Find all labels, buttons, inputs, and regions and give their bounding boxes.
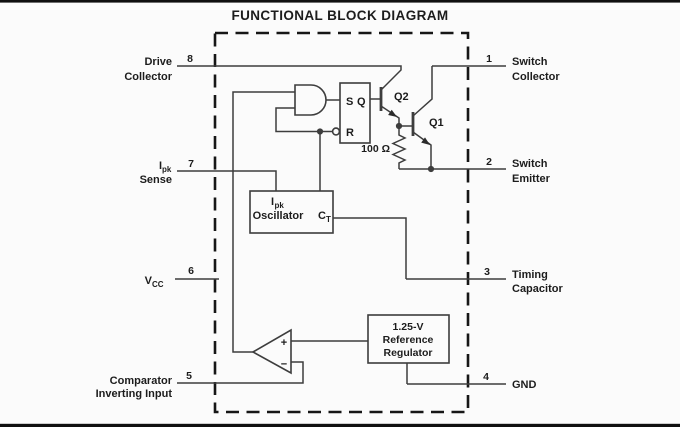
reference-label-line3: Regulator (383, 347, 432, 359)
wire-pin7-ipk-sense (177, 170, 277, 191)
pin-1-label-line1: Switch (512, 56, 548, 68)
pin-1-label-line2: Collector (512, 71, 560, 83)
and-gate (294, 84, 327, 116)
junction-dot-q1-emitter (427, 165, 435, 173)
pin-3-label-line1: Timing (512, 269, 548, 281)
latch-s-label: S (346, 96, 353, 108)
latch-box (339, 82, 371, 144)
comparator-plus-label: + (281, 337, 287, 349)
pin-7-label-sym: I (159, 160, 162, 172)
pin-2-label-line2: Emitter (512, 173, 551, 185)
pin-4-number: 4 (483, 371, 489, 383)
q2-emitter-wire (380, 105, 400, 126)
top-rule (0, 0, 680, 3)
wire-and-to-reset (275, 107, 333, 133)
reference-regulator-box (367, 314, 450, 364)
wire-pin8-drive-collector (177, 65, 402, 91)
pin-3-number: 3 (484, 266, 490, 278)
pin-2-number: 2 (486, 156, 492, 168)
bottom-rule (0, 423, 680, 427)
oscillator-ct-sub: T (326, 215, 331, 224)
latch-q-label: Q (357, 96, 366, 108)
reference-label-line2: Reference (383, 334, 434, 346)
q2-emitter-arrow (388, 109, 397, 117)
pin-6-label-sym: V (145, 275, 153, 287)
page-title: FUNCTIONAL BLOCK DIAGRAM (231, 8, 448, 23)
pin-7-label-line2: Sense (140, 174, 172, 186)
pin-6-label-sub: CC (152, 280, 164, 289)
oscillator-name-label: Oscillator (253, 210, 304, 222)
latch-r-label: R (346, 127, 354, 139)
pin-5-number: 5 (186, 370, 192, 382)
pin-5-label-line1: Comparator (110, 375, 173, 387)
pin-2-label-line1: Switch (512, 158, 548, 170)
pin-7-label-sub: pk (162, 165, 172, 174)
pin-3-label-line2: Capacitor (512, 283, 563, 295)
resistor-value-label: 100 Ω (361, 143, 390, 155)
pin-4-label-line1: GND (512, 379, 537, 391)
pin-8-label-line1: Drive (144, 56, 172, 68)
q1-label: Q1 (429, 117, 444, 129)
oscillator-ct-sym: C (318, 210, 326, 222)
q1-emitter-wire (412, 131, 432, 169)
oscillator-box (249, 190, 334, 234)
resistor-symbol (391, 126, 407, 169)
pin-6-number: 6 (188, 265, 194, 277)
comparator-triangle (251, 328, 292, 375)
oscillator-ipk-sub: pk (275, 201, 285, 210)
oscillator-ipk-sym: I (271, 196, 274, 208)
q2-label: Q2 (394, 91, 409, 103)
q1-emitter-arrow (421, 137, 430, 145)
pin-5-label-line2: Inverting Input (96, 388, 173, 400)
wire-comparator-to-and (232, 91, 295, 353)
pin-1-number: 1 (486, 53, 492, 65)
wire-ct-to-pin3 (333, 217, 407, 279)
wire-pin5-comparator-inverting (177, 361, 304, 384)
pin-8-number: 8 (187, 53, 193, 65)
latch-r-inverter-bubble (331, 127, 341, 136)
ic-boundary (213, 31, 470, 414)
pin-7-number: 7 (188, 158, 194, 170)
comparator-minus-label: − (281, 359, 287, 371)
q1-collector-wire (412, 66, 433, 117)
reference-label-line1: 1.25-V (393, 321, 424, 333)
pin-8-label-line2: Collector (124, 71, 172, 83)
